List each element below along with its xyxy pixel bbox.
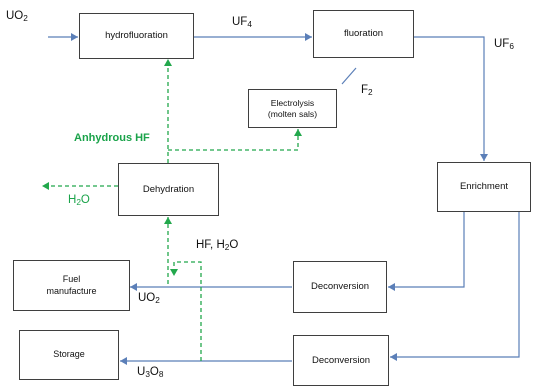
deconversion-upper-label: Deconversion	[310, 281, 370, 293]
uo2-input-label: UO2	[6, 10, 28, 24]
uf6-label: UF6	[494, 38, 514, 52]
electrolysis-sublabel: (molten sals)	[267, 108, 318, 119]
f2-label: F2	[361, 84, 373, 98]
deconversion-lower-label: Deconversion	[311, 354, 371, 366]
dehydration-box: Dehydration	[118, 163, 219, 216]
dehydration-label: Dehydration	[142, 183, 195, 195]
hf-h2o-label: HF, H2O	[196, 239, 239, 253]
deconversion-lower-box: Deconversion	[293, 335, 389, 386]
fuel-label: Fuel	[62, 274, 81, 285]
arrow-electrolysis-to-fluoration	[341, 67, 357, 85]
arrow-fluoration-to-enrichment	[414, 36, 488, 161]
enrichment-label: Enrichment	[459, 181, 509, 193]
recycle-hf-to-electrolysis	[168, 129, 302, 151]
hydrofluoration-label: hydrofluoration	[105, 30, 168, 42]
hydrofluoration-box: hydrofluoration	[79, 13, 194, 59]
recycle-storage-branch	[170, 261, 202, 361]
storage-box: Storage	[19, 330, 119, 380]
arrow-enrichment-to-deconversion-upper	[388, 212, 465, 291]
manufacture-label: manufacture	[46, 285, 97, 296]
fluoration-label: fluoration	[343, 28, 384, 40]
electrolysis-box: Electrolysis (molten sals)	[248, 89, 337, 128]
h2o-out-label: H2O	[68, 194, 90, 208]
storage-label: Storage	[53, 349, 85, 360]
deconversion-upper-box: Deconversion	[293, 261, 387, 313]
uo2-fuel-label: UO2	[138, 292, 160, 306]
uf4-label: UF4	[232, 16, 252, 30]
anhydrous-hf-label: Anhydrous HF	[74, 132, 150, 144]
enrichment-box: Enrichment	[437, 162, 531, 212]
arrow-enrichment-to-deconversion-lower	[390, 212, 520, 361]
fluoration-box: fluoration	[313, 10, 414, 58]
fuel-manufacture-box: Fuel manufacture	[13, 260, 130, 311]
u3o8-label: U3O8	[137, 366, 164, 380]
electrolysis-label: Electrolysis	[270, 97, 315, 108]
